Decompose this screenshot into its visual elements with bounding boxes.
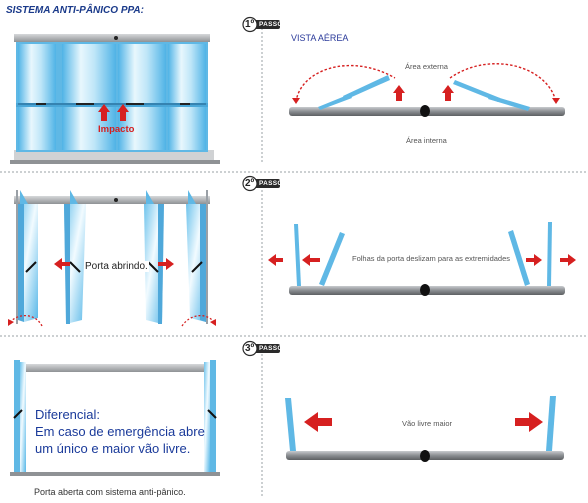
- aerial-view-step3: [285, 396, 564, 462]
- step-3-number: 3º: [245, 343, 255, 354]
- page-title: SISTEMA ANTI-PÂNICO PPA:: [6, 5, 144, 16]
- door-front-closed: [10, 34, 220, 164]
- step-badge-3: [242, 340, 280, 357]
- bottom-caption: Porta aberta com sistema anti-pânico.: [34, 487, 186, 497]
- section-dividers: [0, 20, 588, 498]
- impact-label: Impacto: [98, 124, 135, 135]
- door-opening-label: Porta abrindo.: [84, 261, 149, 272]
- differential-line-2: Em caso de emergência abre: [35, 424, 205, 439]
- differential-line-3: um único e maior vão livre.: [35, 441, 191, 456]
- step-2-number: 2º: [245, 178, 255, 189]
- larger-opening-label: Vão livre maior: [402, 419, 453, 428]
- step-3-word: PASSO: [259, 345, 283, 352]
- impact-arrows: [98, 104, 129, 121]
- step-1-number: 1º: [245, 19, 255, 30]
- step-badge-2: [242, 175, 280, 192]
- outer-area-label: Área externa: [405, 62, 448, 71]
- step-2-word: PASSO: [259, 180, 283, 187]
- aerial-view-step2: [268, 222, 576, 296]
- step-1-word: PASSO: [259, 21, 283, 28]
- differential-line-1: Diferencial:: [35, 407, 101, 422]
- leaves-slide-label: Folhas da porta deslizam para as extremi…: [352, 254, 510, 263]
- step-badge-1: [242, 16, 280, 33]
- inner-area-label: Área interna: [406, 136, 447, 145]
- door-front-opening: [8, 190, 216, 327]
- aerial-view-label: VISTA AÉREA: [291, 33, 349, 43]
- aerial-view-step1: [289, 63, 565, 117]
- differential-callout: Diferencial: Em caso de emergência abre …: [35, 406, 225, 457]
- door-front-open: [10, 360, 220, 476]
